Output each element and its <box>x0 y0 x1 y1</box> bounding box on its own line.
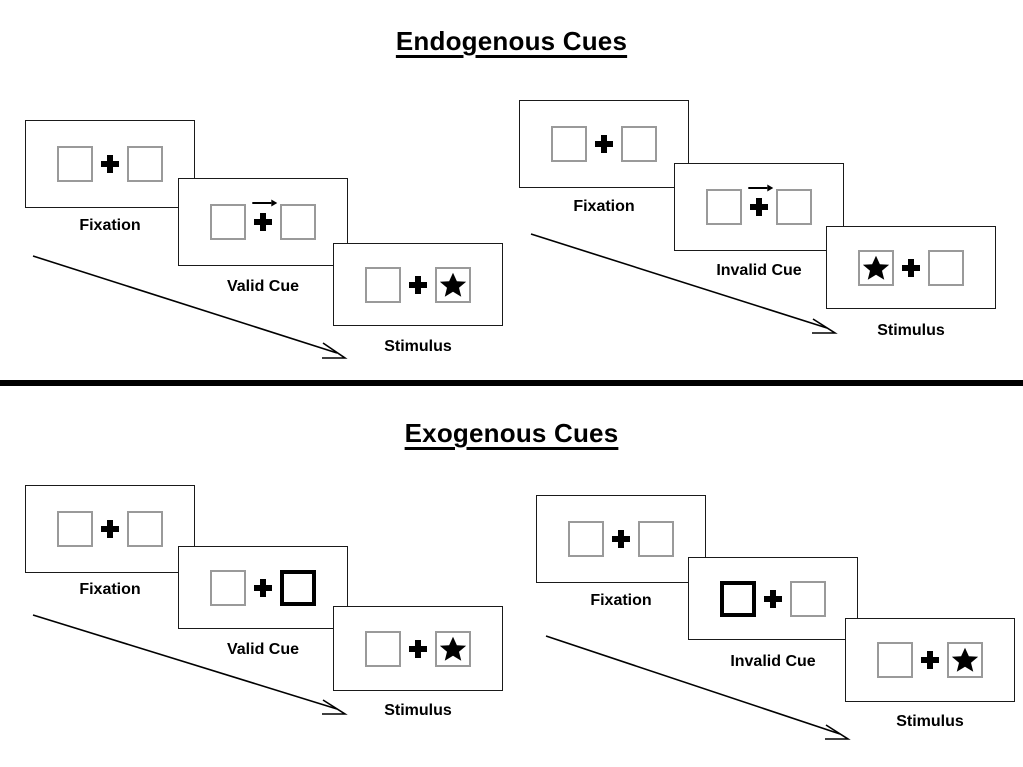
right-box <box>790 580 826 617</box>
flow-arrow-exogenous-invalid <box>545 635 851 740</box>
star-icon <box>439 636 467 661</box>
panel-exogenous-invalid-cue <box>688 557 858 640</box>
fixation-cross <box>93 155 127 173</box>
stage-label-exogenous-valid-stimulus: Stimulus <box>384 702 452 719</box>
stage-label-exogenous-valid-fixation: Fixation <box>79 581 141 598</box>
fixation-cross <box>401 639 435 658</box>
panel-content <box>568 521 674 557</box>
left-box <box>57 511 93 547</box>
plus-icon <box>254 578 272 597</box>
left-box <box>365 630 401 667</box>
plus-icon <box>921 651 939 669</box>
stage-label-exogenous-invalid-fixation: Fixation <box>590 592 652 609</box>
panel-exogenous-valid-cue <box>178 546 348 629</box>
panel-endogenous-valid-cue <box>178 178 348 266</box>
left-box <box>210 569 246 606</box>
right-box-with-star <box>435 630 471 667</box>
left-box <box>365 266 401 303</box>
fixation-cross <box>604 530 638 548</box>
stage-label-endogenous-valid-cue: Valid Cue <box>226 278 300 295</box>
cue-arrow-right-icon <box>252 199 278 207</box>
fixation-cross <box>246 199 280 231</box>
plus-icon <box>254 213 272 231</box>
star-icon <box>439 272 467 297</box>
right-box <box>280 204 316 240</box>
right-box <box>928 249 964 286</box>
star-icon <box>951 647 979 672</box>
stage-label-exogenous-invalid-stimulus: Stimulus <box>896 713 964 730</box>
panel-endogenous-invalid-cue <box>674 163 844 251</box>
panel-endogenous-invalid-stimulus <box>826 226 996 309</box>
panel-content <box>57 146 163 182</box>
fixation-cross <box>587 135 621 153</box>
left-box <box>877 642 913 678</box>
left-box <box>551 126 587 162</box>
panel-content <box>365 630 471 667</box>
panel-exogenous-invalid-fixation <box>536 495 706 583</box>
panel-exogenous-valid-stimulus <box>333 606 503 691</box>
section-title-exogenous: Exogenous Cues <box>404 418 619 448</box>
panel-content <box>858 249 964 286</box>
plus-icon <box>409 275 427 294</box>
right-box-with-star <box>947 642 983 678</box>
plus-icon <box>101 520 119 538</box>
section-title-endogenous: Endogenous Cues <box>395 26 628 56</box>
right-box <box>127 146 163 182</box>
panel-content <box>57 511 163 547</box>
fixation-cross <box>894 258 928 277</box>
right-box-cued <box>280 569 316 606</box>
panel-content <box>720 580 826 617</box>
left-box <box>568 521 604 557</box>
panel-content <box>551 126 657 162</box>
plus-icon <box>612 530 630 548</box>
panel-exogenous-invalid-stimulus <box>845 618 1015 702</box>
flow-arrow-endogenous-valid <box>32 255 348 359</box>
stage-label-endogenous-invalid-stimulus: Stimulus <box>877 322 945 339</box>
right-box-with-star <box>435 266 471 303</box>
section-divider <box>0 380 1023 386</box>
star-icon <box>862 255 890 280</box>
fixation-cross <box>756 589 790 608</box>
fixation-cross <box>913 651 947 669</box>
plus-icon <box>750 198 768 216</box>
panel-content <box>210 569 316 606</box>
left-box-with-star <box>858 249 894 286</box>
plus-icon <box>409 639 427 658</box>
plus-icon <box>764 589 782 608</box>
panel-content <box>210 199 316 240</box>
panel-content <box>706 184 812 225</box>
fixation-cross <box>93 520 127 538</box>
cue-arrow-right-icon <box>748 184 774 192</box>
stage-label-endogenous-invalid-fixation: Fixation <box>573 198 635 215</box>
left-box <box>210 204 246 240</box>
fixation-cross <box>742 184 776 216</box>
panel-endogenous-invalid-fixation <box>519 100 689 188</box>
left-box <box>57 146 93 182</box>
stage-label-endogenous-valid-fixation: Fixation <box>79 217 141 234</box>
fixation-cross <box>401 275 435 294</box>
plus-icon <box>902 258 920 277</box>
right-box <box>638 521 674 557</box>
right-box <box>127 511 163 547</box>
right-box <box>621 126 657 162</box>
stage-label-exogenous-invalid-cue: Invalid Cue <box>730 653 816 670</box>
stage-label-endogenous-valid-stimulus: Stimulus <box>384 338 452 355</box>
panel-content <box>877 642 983 678</box>
fixation-cross <box>246 578 280 597</box>
right-box <box>776 189 812 225</box>
stage-label-exogenous-valid-cue: Valid Cue <box>226 641 300 658</box>
left-box <box>706 189 742 225</box>
panel-endogenous-valid-stimulus <box>333 243 503 326</box>
panel-content <box>365 266 471 303</box>
stage-label-endogenous-invalid-cue: Invalid Cue <box>716 262 802 279</box>
panel-exogenous-valid-fixation <box>25 485 195 573</box>
plus-icon <box>101 155 119 173</box>
panel-endogenous-valid-fixation <box>25 120 195 208</box>
left-box-cued <box>720 580 756 617</box>
plus-icon <box>595 135 613 153</box>
